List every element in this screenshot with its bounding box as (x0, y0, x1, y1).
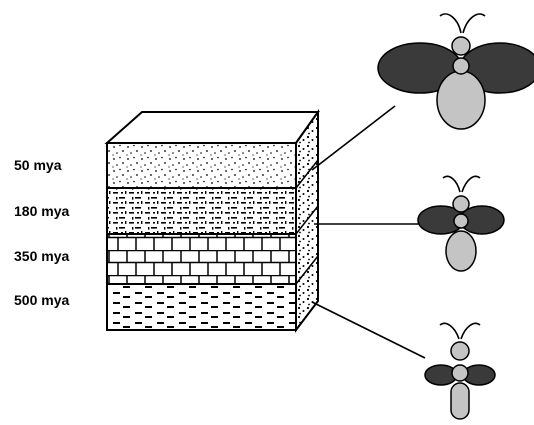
insect-large-wings-icon (378, 14, 534, 129)
connector-line-top (312, 106, 395, 170)
insect-small-wings-icon (425, 323, 495, 419)
block-top-face (107, 112, 318, 143)
layer-label-500-mya: 500 mya (14, 292, 69, 308)
connector-line-bottom (312, 302, 425, 358)
layer-label-50-mya: 50 mya (14, 157, 61, 173)
layer-350-mya-stratum (107, 234, 296, 284)
insect-medium-wings-icon (418, 176, 504, 271)
layer-500-mya-stratum (107, 284, 296, 330)
layer-label-350-mya: 350 mya (14, 248, 69, 264)
layer-label-180-mya: 180 mya (14, 203, 69, 219)
layer-50-mya-stratum (107, 143, 296, 188)
layer-180-mya-stratum (107, 188, 296, 234)
